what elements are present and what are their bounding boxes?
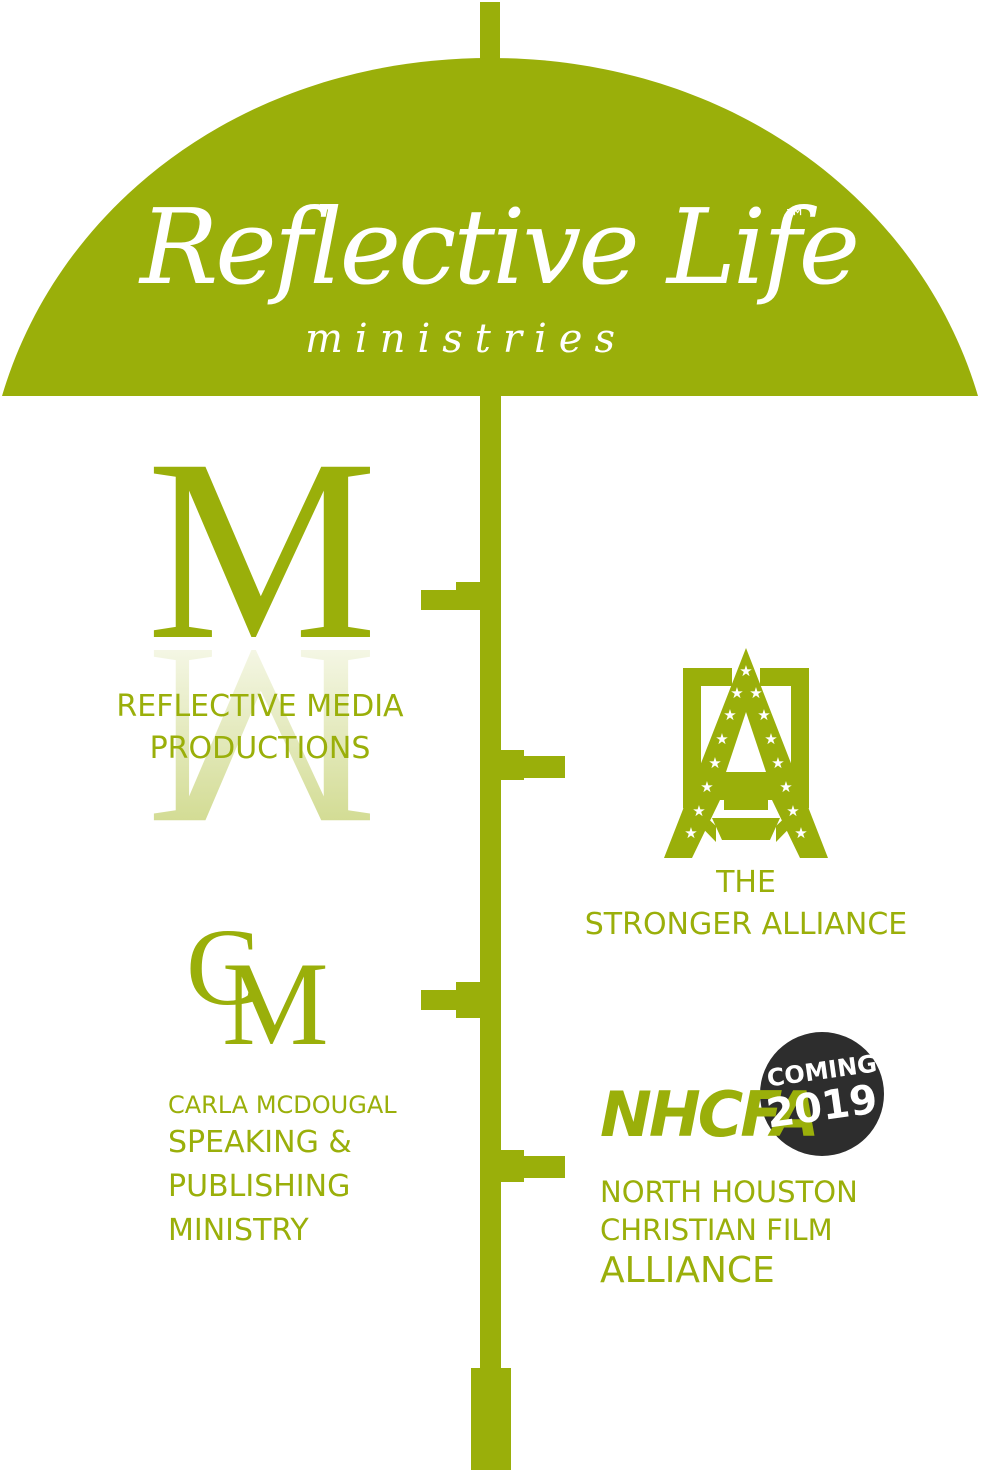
carla-monogram-c: C [186, 906, 260, 1028]
branch-carla-notch [456, 982, 484, 1018]
media-line1: REFLECTIVE MEDIA [116, 689, 404, 724]
umbrella-shaft [480, 396, 501, 1396]
branch-media-bar [421, 590, 484, 610]
brand-tagline: ministries [305, 316, 627, 362]
nhcfa-acronym: NHCFA [600, 1078, 820, 1151]
carla-line3: PUBLISHING [168, 1169, 351, 1204]
umbrella-tip [480, 2, 500, 62]
nhcfa-line3: ALLIANCE [600, 1250, 775, 1291]
alliance-emblem: ★ ★ ★ ★ ★ ★ ★ ★ ★ ★ ★ ★ ★ ★ ★ [664, 648, 828, 858]
brand-name: Reflective Life [140, 186, 860, 308]
media-logo-letter: M [146, 406, 378, 694]
alliance-line2: STRONGER ALLIANCE [584, 907, 908, 942]
svg-text:★: ★ [730, 684, 743, 702]
svg-text:★: ★ [764, 730, 777, 748]
carla-line2: SPEAKING & [168, 1125, 352, 1160]
svg-text:★: ★ [715, 730, 728, 748]
media-line2: PRODUCTIONS [149, 731, 371, 766]
svg-text:★: ★ [794, 824, 807, 842]
branch-nhcfa-notch [498, 1150, 524, 1182]
svg-text:★: ★ [739, 662, 752, 680]
svg-text:★: ★ [757, 706, 770, 724]
svg-text:★: ★ [723, 706, 736, 724]
carla-line1: CARLA MCDOUGAL [168, 1091, 397, 1119]
svg-text:★: ★ [692, 802, 705, 820]
nhcfa-line1: NORTH HOUSTON [600, 1175, 858, 1209]
carla-monogram-m: M [222, 937, 329, 1070]
umbrella-canopy [2, 58, 978, 396]
coming-badge-circle [760, 1032, 884, 1156]
svg-text:★: ★ [786, 802, 799, 820]
svg-text:★: ★ [771, 754, 784, 772]
svg-text:★: ★ [708, 754, 721, 772]
media-logo-reflection: M [146, 593, 377, 881]
svg-text:★: ★ [779, 778, 792, 796]
nhcfa-line2: CHRISTIAN FILM [600, 1213, 833, 1247]
svg-text:★: ★ [700, 778, 713, 796]
svg-text:★: ★ [749, 684, 762, 702]
umbrella-handle [471, 1368, 511, 1470]
branch-alliance-notch [498, 750, 524, 780]
brand-trademark: ™ [784, 206, 806, 231]
svg-text:★: ★ [684, 824, 697, 842]
carla-line4: MINISTRY [168, 1213, 309, 1248]
alliance-line1: THE [716, 865, 776, 900]
